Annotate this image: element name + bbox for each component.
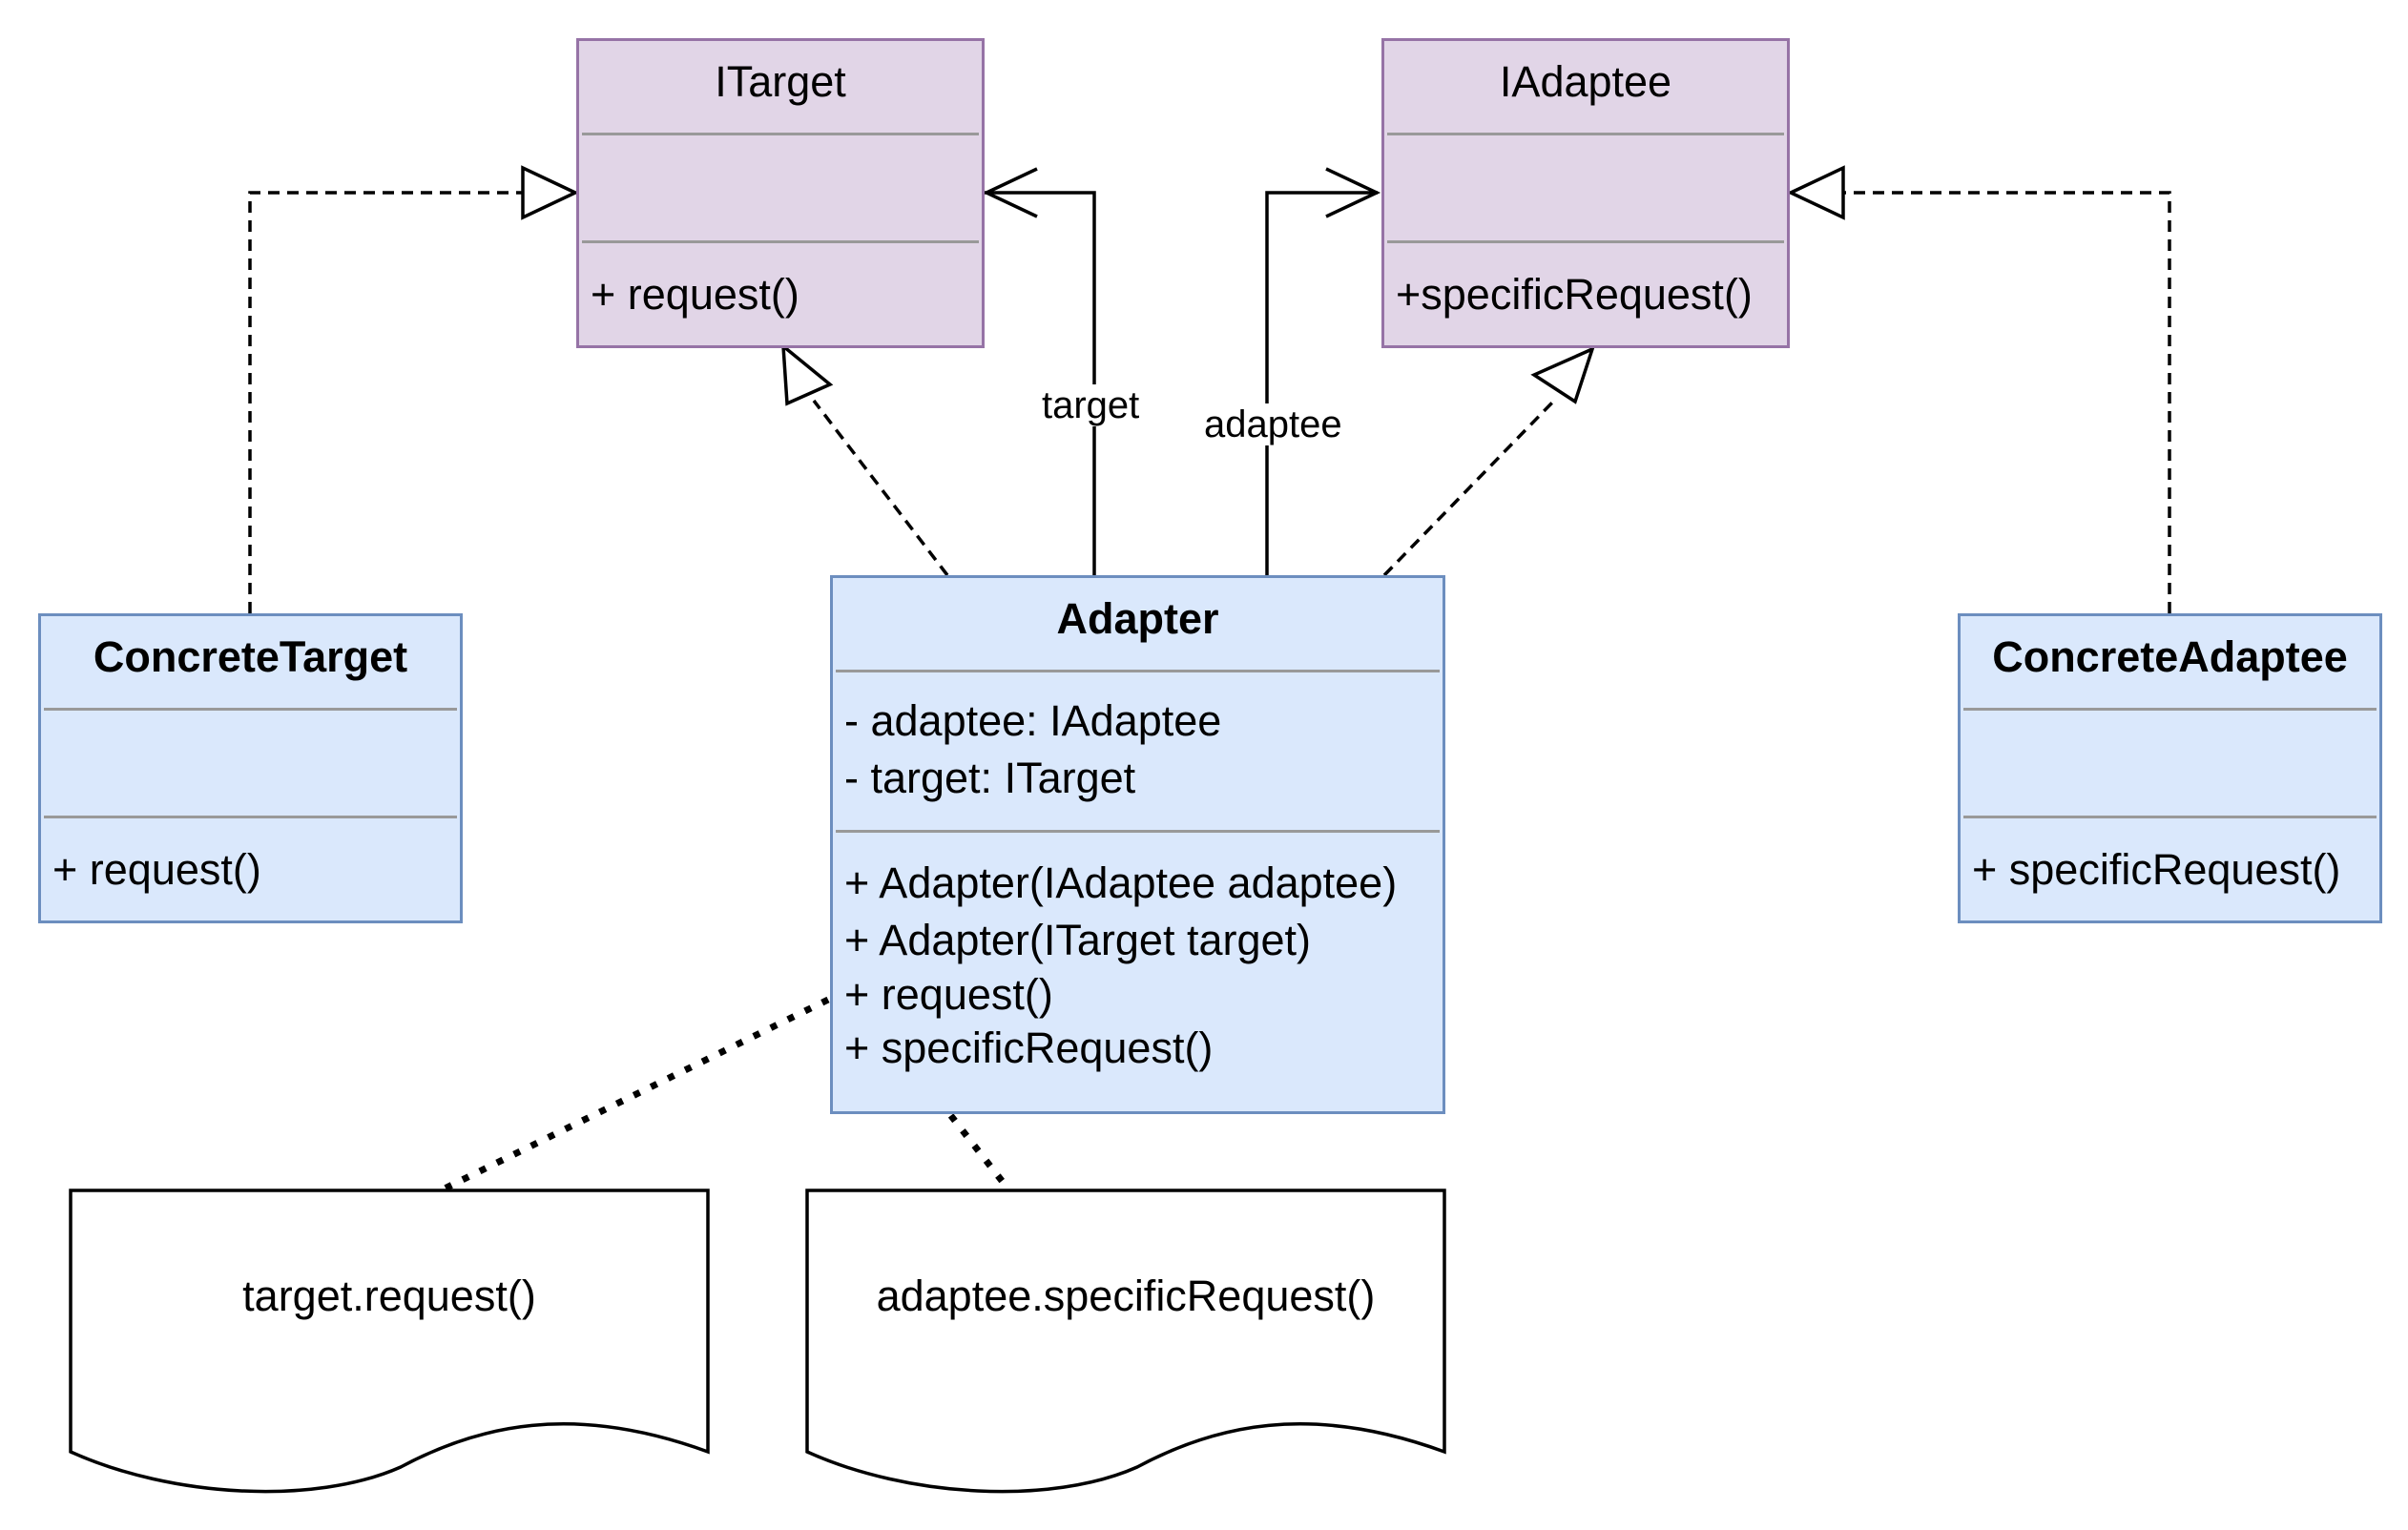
realization-adapter-to-itarget: [780, 342, 949, 577]
note-shape-specific: [805, 1189, 1446, 1494]
divider: [1963, 708, 2377, 711]
method-row: + request(): [591, 270, 799, 319]
note-link-request: [439, 996, 830, 1194]
divider: [1387, 133, 1784, 135]
association-label-target: target: [1038, 384, 1144, 426]
association-target: [982, 167, 1096, 575]
realization-concrete-target-to-itarget: [248, 165, 580, 613]
divider: [582, 240, 979, 243]
association-adaptee: [1265, 167, 1381, 575]
class-concrete-adaptee[interactable]: ConcreteAdaptee + specificRequest(): [1958, 613, 2382, 923]
field-row: - target: ITarget: [844, 754, 1136, 802]
divider: [836, 830, 1440, 833]
method-row: + request(): [844, 970, 1053, 1019]
class-title: Adapter: [1056, 594, 1219, 643]
field-row: - adaptee: IAdaptee: [844, 696, 1222, 745]
realization-concrete-adaptee-to-iadaptee: [1786, 165, 2171, 613]
class-itarget[interactable]: ITarget + request(): [576, 38, 985, 348]
method-row: + specificRequest(): [844, 1023, 1214, 1072]
note-text-specific: adaptee.specificRequest(): [876, 1272, 1376, 1320]
class-title: ITarget: [715, 57, 846, 106]
class-title: ConcreteTarget: [93, 632, 408, 681]
note-shape-request: [69, 1189, 710, 1494]
method-row: + specificRequest(): [1972, 845, 2341, 894]
divider: [582, 133, 979, 135]
divider: [1387, 240, 1784, 243]
method-row: + request(): [52, 845, 261, 894]
class-iadaptee[interactable]: IAdaptee +specificRequest(): [1381, 38, 1790, 348]
divider: [1963, 816, 2377, 818]
note-text-request: target.request(): [242, 1272, 536, 1320]
divider: [44, 708, 457, 711]
method-row: + Adapter(ITarget target): [844, 916, 1312, 964]
class-title: IAdaptee: [1499, 57, 1672, 106]
method-row: + Adapter(IAdaptee adaptee): [844, 858, 1398, 907]
divider: [836, 670, 1440, 672]
method-row: +specificRequest(): [1396, 270, 1753, 319]
realization-adapter-to-iadaptee: [1382, 345, 1595, 577]
class-concrete-target[interactable]: ConcreteTarget + request(): [38, 613, 463, 923]
divider: [44, 816, 457, 818]
class-adapter[interactable]: Adapter - adaptee: IAdaptee - target: IT…: [830, 575, 1445, 1114]
association-label-adaptee: adaptee: [1200, 403, 1346, 445]
class-title: ConcreteAdaptee: [1992, 632, 2348, 681]
